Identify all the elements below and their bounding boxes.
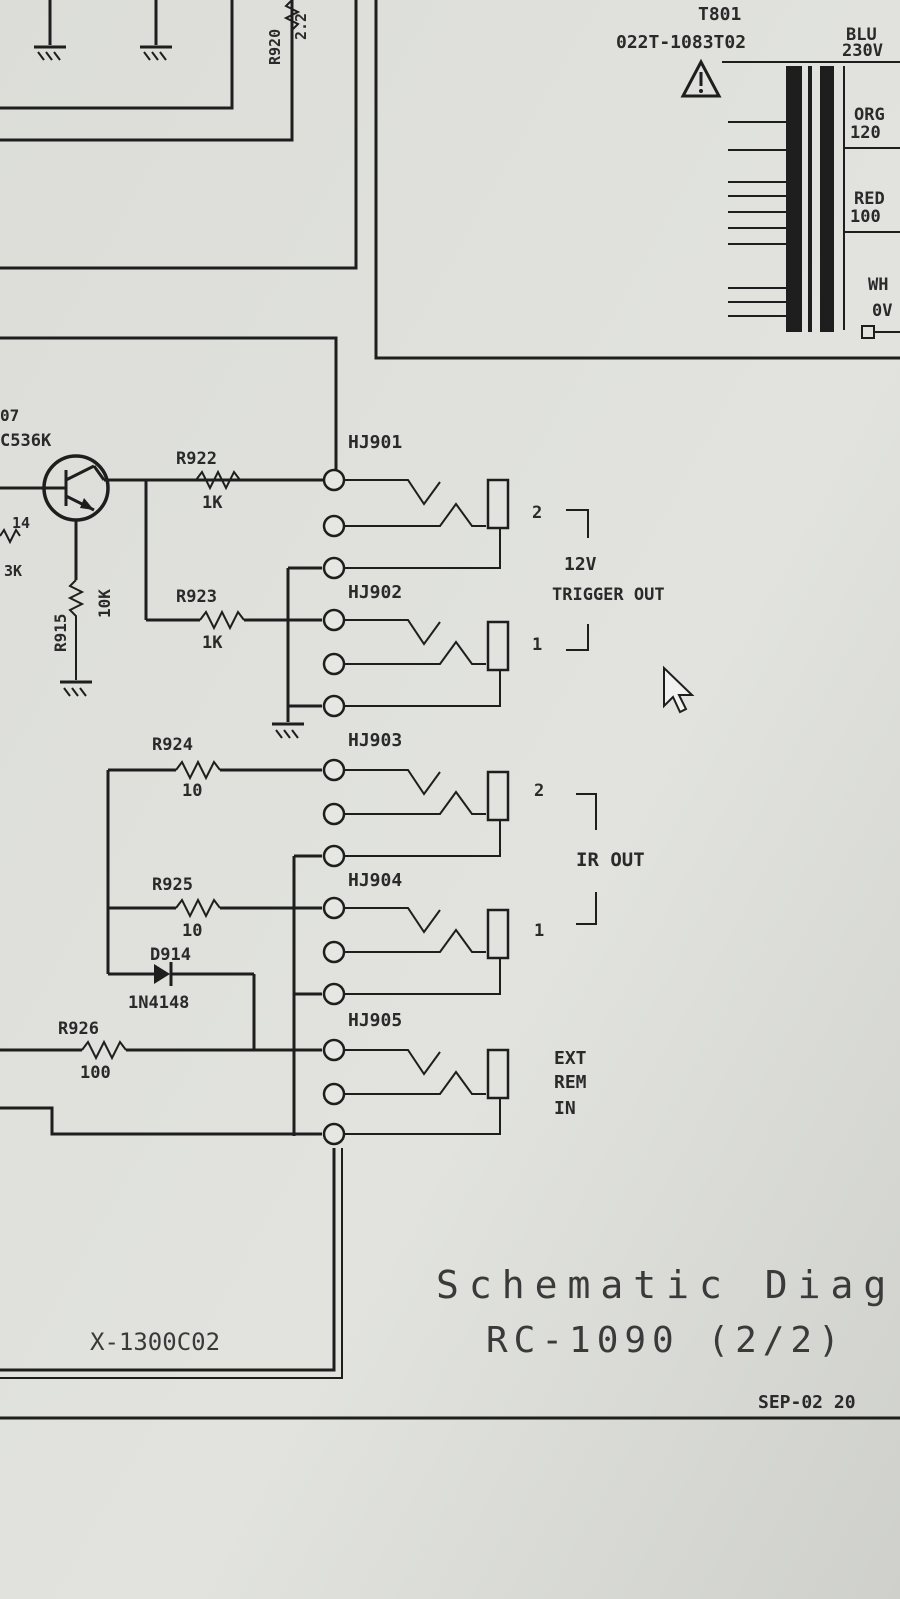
jack-hj905: HJ905: [322, 1010, 510, 1146]
jack-hj904-ref: HJ904: [348, 870, 402, 891]
tap-org-volt: 120: [850, 123, 881, 143]
tap-org-color: ORG: [854, 105, 885, 125]
jack-hj901: HJ901 2: [322, 432, 542, 580]
transistor-part: C536K: [0, 431, 52, 451]
trigger-voltage-label: 12V: [564, 554, 597, 575]
resistor-r920: R920 2.2: [266, 0, 310, 65]
resistor-r926-ref: R926: [58, 1019, 99, 1039]
resistor-r924-value: 10: [182, 781, 202, 801]
transformer-core: [786, 66, 802, 332]
diode-part: 1N4148: [128, 993, 189, 1013]
diagram-title: Schematic Diagra: [436, 1263, 900, 1307]
transformer-ref: T801: [698, 4, 741, 25]
ext-rem-in-group: EXT REM IN: [554, 1048, 587, 1119]
diode-ref: D914: [150, 945, 191, 965]
transistor-ref: 07: [0, 406, 19, 425]
diagram-date: SEP-02 20: [758, 1392, 856, 1413]
jack-hj902-ref: HJ902: [348, 582, 402, 603]
resistor-r922-ref: R922: [176, 449, 217, 469]
ir-wiring: R924 10 R925 10 D914 1N4148: [106, 735, 322, 1136]
resistor-r923-ref: R923: [176, 587, 217, 607]
jack-hj904-pin: 1: [534, 921, 544, 941]
resistor-r925-ref: R925: [152, 875, 193, 895]
resistor-r915-ref: R915: [51, 613, 70, 652]
tap-wh-color: WH: [868, 275, 888, 295]
jack-hj904: HJ904 1: [322, 870, 544, 1006]
jack-hj901-ref: HJ901: [348, 432, 402, 453]
resistor-r920-value: 2.2: [292, 13, 310, 40]
warning-triangle-icon: [680, 58, 722, 98]
resistor-r920-ref: R920: [266, 29, 284, 65]
resistor-r915: R915 10K: [51, 579, 114, 680]
resistor-r924-ref: R924: [152, 735, 193, 755]
jack-hj902-pin: 1: [532, 635, 542, 655]
ir-out-group: IR OUT: [576, 793, 645, 925]
ground-symbol: [140, 45, 172, 61]
tap-blu-volt: 230V: [842, 41, 883, 61]
jack-hj905-ref: HJ905: [348, 1010, 402, 1031]
resistor-r922-value: 1K: [202, 493, 223, 513]
resistor-r914: 14 3K: [0, 514, 30, 580]
transistor-symbol: [0, 454, 336, 580]
transistor-section: 07 C536K 14 3K R915 10K: [0, 336, 338, 697]
trigger-wiring: R922 1K R923 1K: [144, 449, 322, 739]
diagram-subtitle: RC-1090 (2/2): [486, 1320, 846, 1361]
tap-red-volt: 100: [850, 207, 881, 227]
board-outline: X-1300C02: [0, 1148, 900, 1420]
ext-rem-line2: REM: [554, 1072, 587, 1093]
trigger-out-group: 12V TRIGGER OUT: [552, 509, 665, 651]
ground-symbol: [34, 45, 66, 61]
ground-symbol: [272, 722, 304, 739]
ground-symbol: [60, 680, 92, 697]
ext-rem-line3: IN: [554, 1098, 576, 1119]
tap-red-color: RED: [854, 189, 885, 209]
jack-hj903: HJ903 2: [322, 730, 544, 868]
resistor-r923-value: 1K: [202, 633, 223, 653]
transformer-t801: T801 022T-1083T02 BLU 230V ORG 120 RED 1…: [374, 0, 900, 360]
jack-hj902: HJ902 1: [322, 582, 542, 718]
jack-hj903-pin: 2: [534, 781, 544, 801]
trigger-out-label: TRIGGER OUT: [552, 585, 665, 605]
jack-hj903-ref: HJ903: [348, 730, 402, 751]
resistor-r925-value: 10: [182, 921, 202, 941]
ext-remote-wiring: R926 100: [0, 1019, 322, 1136]
mouse-cursor-icon: [663, 665, 695, 714]
jack-hj901-pin: 2: [532, 503, 542, 523]
resistor-r915-value: 10K: [95, 589, 114, 618]
board-label: X-1300C02: [90, 1328, 220, 1356]
tap-blu-color: BLU: [846, 25, 877, 45]
ext-rem-line1: EXT: [554, 1048, 587, 1069]
resistor-r926-value: 100: [80, 1063, 111, 1083]
resistor-r914-value: 3K: [4, 562, 22, 580]
resistor-r914-ref: 14: [12, 514, 30, 532]
top-left-frames: [0, 0, 358, 270]
tap-wh-volt: 0V: [872, 301, 892, 321]
ir-out-label: IR OUT: [576, 849, 645, 871]
title-block: Schematic Diagra RC-1090 (2/2) SEP-02 20: [436, 1263, 900, 1413]
transformer-part: 022T-1083T02: [616, 32, 746, 53]
